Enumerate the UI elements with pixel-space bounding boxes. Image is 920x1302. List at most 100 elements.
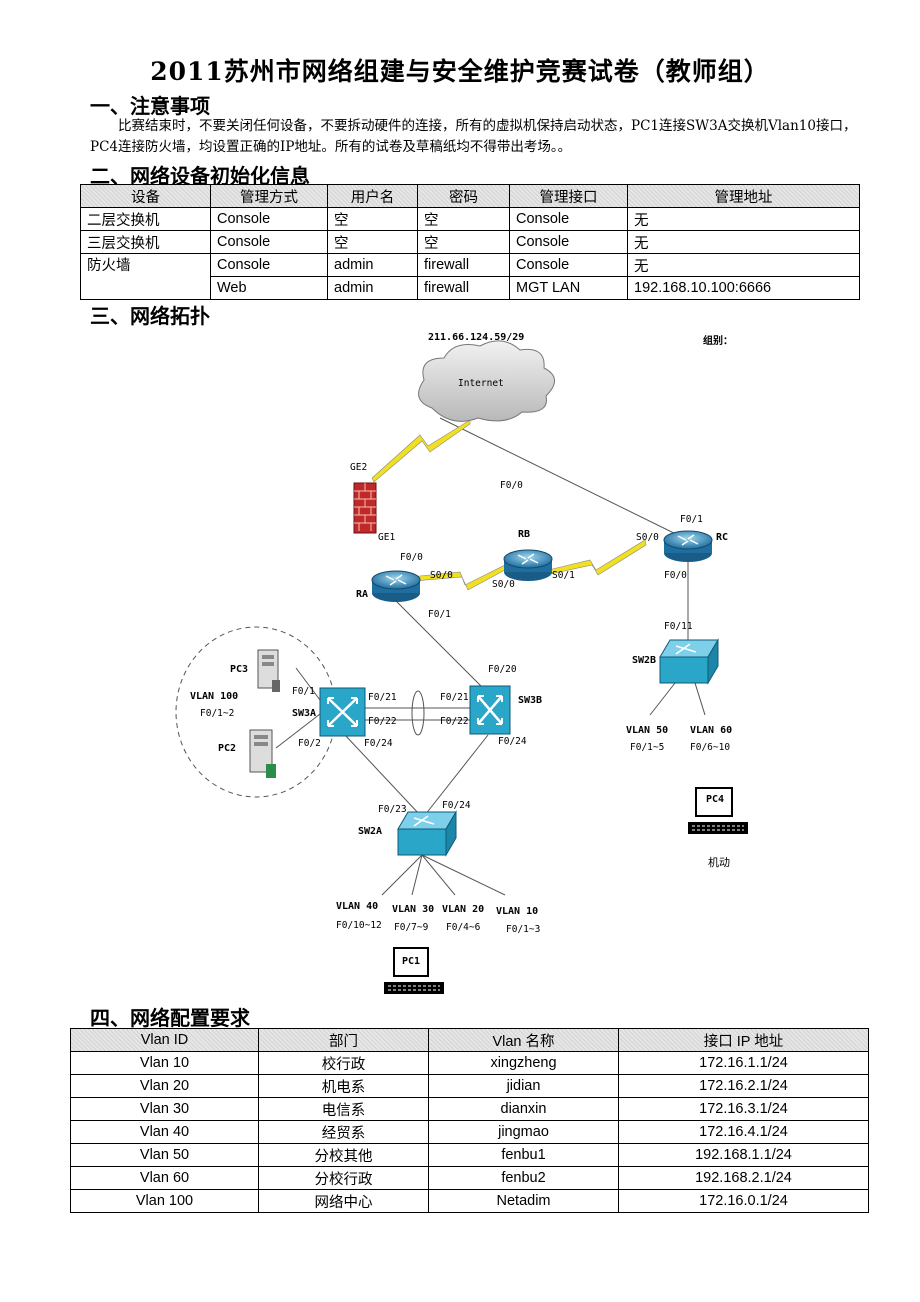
table-cell: firewall <box>417 276 510 300</box>
switch-sw3b-icon <box>469 685 511 735</box>
table-cell: fenbu2 <box>428 1166 619 1190</box>
router-rc-icon <box>663 530 713 562</box>
table-cell: 网络中心 <box>258 1189 429 1213</box>
table-cell: 经贸系 <box>258 1120 429 1144</box>
section-1-heading: 一、注意事项 <box>90 94 210 118</box>
vlan30-ports-label: F0/7~9 <box>394 922 429 933</box>
table-cell: Vlan 20 <box>70 1074 259 1098</box>
section-3-heading: 三、网络拓扑 <box>90 304 210 328</box>
column-header: 管理方式 <box>210 184 328 208</box>
internet-cloud-icon <box>418 340 555 422</box>
table-cell: 分校其他 <box>258 1143 429 1167</box>
table-cell: 校行政 <box>258 1051 429 1075</box>
rc-f00-label: F0/0 <box>664 570 687 581</box>
page-title: 2011苏州市网络组建与安全维护竞赛试卷（教师组） <box>150 57 770 86</box>
ra-f00-label: F0/0 <box>400 552 423 563</box>
table-row: 二层交换机 Console 空 空 Console 无 <box>80 207 860 231</box>
f00-top-label: F0/0 <box>500 480 523 491</box>
table-row: Web admin firewall MGT LAN 192.168.10.10… <box>81 276 860 300</box>
table-cell: jingmao <box>428 1120 619 1144</box>
vlan30-label: VLAN 30 <box>392 904 434 915</box>
sw3b-f020-label: F0/20 <box>488 664 517 675</box>
table-cell: 三层交换机 <box>80 230 211 254</box>
vlan20-ports-label: F0/4~6 <box>446 922 481 933</box>
table-row: Vlan 100 网络中心 Netadim 172.16.0.1/24 <box>70 1189 869 1213</box>
pc3-server-icon <box>257 649 280 692</box>
table-cell: 无 <box>627 230 860 254</box>
vlan10-label: VLAN 10 <box>496 906 538 917</box>
group-label: 组别： <box>703 334 733 347</box>
table-row: Vlan 60 分校行政 fenbu2 192.168.2.1/24 <box>70 1166 869 1190</box>
ra-label: RA <box>356 589 368 600</box>
table-cell: Vlan 30 <box>70 1097 259 1121</box>
table-cell: 分校行政 <box>258 1166 429 1190</box>
table-cell: 172.16.4.1/24 <box>618 1120 869 1144</box>
vlan50-ports-label: F0/1~5 <box>630 742 664 753</box>
table-cell: MGT LAN <box>509 276 628 300</box>
table-cell: Netadim <box>428 1189 619 1213</box>
table-row: Vlan 30 电信系 dianxin 172.16.3.1/24 <box>70 1097 869 1121</box>
rb-s01-label: S0/1 <box>552 570 575 581</box>
table-cell: 192.168.10.100:6666 <box>627 276 860 300</box>
column-header: 密码 <box>417 184 510 208</box>
vlan100-label: VLAN 100 <box>190 691 238 702</box>
vlan60-ports-label: F0/6~10 <box>690 742 730 753</box>
device-init-table: 设备 管理方式 用户名 密码 管理接口 管理地址 二层交换机 Console 空… <box>80 184 860 300</box>
column-header: 接口 IP 地址 <box>618 1028 869 1052</box>
column-header: 用户名 <box>327 184 418 208</box>
table-cell: xingzheng <box>428 1051 619 1075</box>
column-header: 管理接口 <box>509 184 628 208</box>
pc4-computer-icon <box>688 787 748 834</box>
router-rb-icon <box>503 549 553 581</box>
sw2a-f024-label: F0/24 <box>442 800 471 811</box>
pc4-label: PC4 <box>706 794 724 805</box>
table-cell: 172.16.2.1/24 <box>618 1074 869 1098</box>
table-row: 防火墙 Console admin firewall Console 无 <box>80 253 860 300</box>
port-channel-ellipse <box>411 690 425 736</box>
table-row: Vlan 50 分校其他 fenbu1 192.168.1.1/24 <box>70 1143 869 1167</box>
table-cell: 192.168.1.1/24 <box>618 1143 869 1167</box>
rc-s00-label: S0/0 <box>636 532 659 543</box>
sw2a-f023-label: F0/23 <box>378 804 407 815</box>
sw3b-label: SW3B <box>518 695 542 706</box>
vlan50-label: VLAN 50 <box>626 725 668 736</box>
vlan20-label: VLAN 20 <box>442 904 484 915</box>
table-cell: Vlan 60 <box>70 1166 259 1190</box>
table-cell: 172.16.0.1/24 <box>618 1189 869 1213</box>
section-4-heading: 四、网络配置要求 <box>90 1006 250 1030</box>
vlan-config-table: Vlan ID 部门 Vlan 名称 接口 IP 地址 Vlan 10 校行政 … <box>70 1028 869 1213</box>
table-cell: 空 <box>327 207 418 231</box>
rb-label: RB <box>518 529 530 540</box>
table-cell: fenbu1 <box>428 1143 619 1167</box>
table-cell: 172.16.3.1/24 <box>618 1097 869 1121</box>
table-cell: 172.16.1.1/24 <box>618 1051 869 1075</box>
sw3a-f01-label: F0/1 <box>292 686 315 697</box>
table-row: Vlan 20 机电系 jidian 172.16.2.1/24 <box>70 1074 869 1098</box>
column-header: Vlan 名称 <box>428 1028 619 1052</box>
table-cell: firewall <box>417 253 510 277</box>
table-row: Vlan 40 经贸系 jingmao 172.16.4.1/24 <box>70 1120 869 1144</box>
table-row: Vlan 10 校行政 xingzheng 172.16.1.1/24 <box>70 1051 869 1075</box>
table-cell: 无 <box>627 253 860 277</box>
vlan40-ports-label: F0/10~12 <box>336 920 382 931</box>
column-header: 部门 <box>258 1028 429 1052</box>
pc2-label: PC2 <box>218 743 236 754</box>
internet-label: Internet <box>458 378 504 389</box>
network-links <box>275 417 706 896</box>
table-cell: Web <box>210 276 328 300</box>
rc-label: RC <box>716 532 728 543</box>
table-header-row: 设备 管理方式 用户名 密码 管理接口 管理地址 <box>80 184 860 208</box>
rb-s00-label: S0/0 <box>492 579 515 590</box>
notice-paragraph: 比赛结束时，不要关闭任何设备，不要拆动硬件的连接，所有的虚拟机保持启动状态，PC… <box>90 118 857 155</box>
vlan40-label: VLAN 40 <box>336 901 378 912</box>
sw2a-label: SW2A <box>358 826 382 837</box>
sw3b-f024-label: F0/24 <box>498 736 527 747</box>
table-cell: 空 <box>417 207 510 231</box>
table-cell: admin <box>327 276 418 300</box>
pc1-label: PC1 <box>402 956 420 967</box>
pc3-label: PC3 <box>230 664 248 675</box>
switch-sw3a-icon <box>319 687 366 737</box>
table-cell: 机电系 <box>258 1074 429 1098</box>
table-cell: 电信系 <box>258 1097 429 1121</box>
